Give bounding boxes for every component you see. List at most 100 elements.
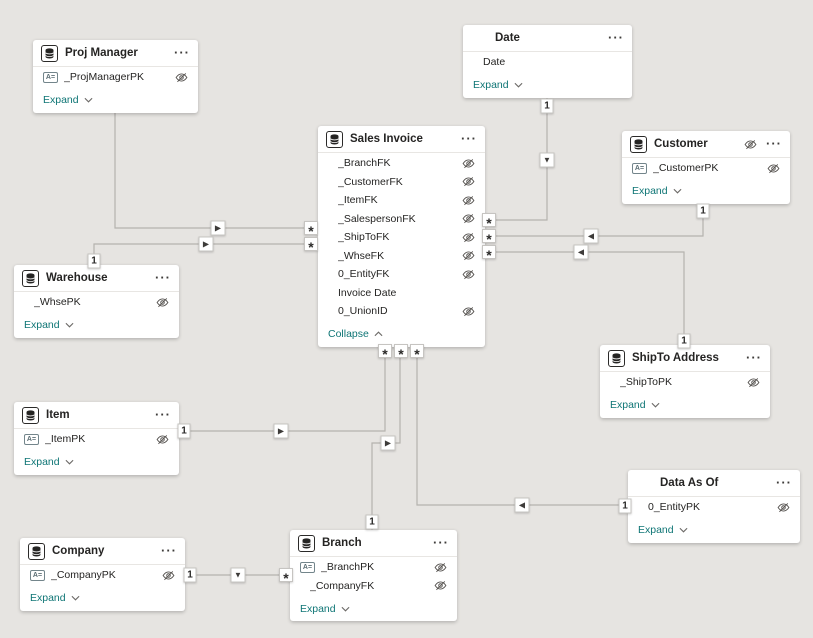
field-row[interactable]: Invoice Date	[318, 284, 485, 303]
expand-toggle[interactable]: Expand	[14, 313, 179, 338]
field-row[interactable]: A=_CompanyPK	[20, 566, 185, 585]
cardinality-badge[interactable]: *	[279, 568, 293, 586]
collapse-toggle[interactable]: Collapse	[318, 322, 485, 347]
hidden-eye-icon[interactable]	[434, 579, 447, 592]
field-row[interactable]: A=_ItemPK	[14, 430, 179, 449]
cardinality-badge[interactable]: *	[410, 344, 424, 362]
filter-direction-left-arrow-icon[interactable]: ◀	[573, 244, 589, 260]
filter-direction-right-arrow-icon[interactable]: ▶	[273, 423, 289, 439]
hidden-eye-icon[interactable]	[744, 138, 757, 151]
field-row[interactable]: _ItemFK	[318, 191, 485, 210]
hidden-eye-icon[interactable]	[462, 194, 475, 207]
relationship-line[interactable]	[182, 348, 386, 432]
field-row[interactable]: _WhsePK	[14, 293, 179, 312]
filter-direction-right-arrow-icon[interactable]: ▶	[198, 236, 214, 252]
cardinality-badge[interactable]: *	[482, 229, 496, 247]
hidden-eye-icon[interactable]	[462, 268, 475, 281]
relationship-line[interactable]	[487, 251, 685, 345]
relationship-line[interactable]	[487, 98, 548, 221]
expand-toggle[interactable]: Expand	[628, 518, 800, 543]
hidden-eye-icon[interactable]	[767, 162, 780, 175]
hidden-eye-icon[interactable]	[462, 157, 475, 170]
filter-direction-right-arrow-icon[interactable]: ▶	[380, 435, 396, 451]
cardinality-badge[interactable]: 1	[618, 498, 632, 514]
field-row[interactable]: A=_CustomerPK	[622, 159, 790, 178]
cardinality-badge[interactable]: *	[394, 344, 408, 362]
cardinality-badge[interactable]: *	[378, 344, 392, 362]
hidden-eye-icon[interactable]	[747, 376, 760, 389]
hidden-eye-icon[interactable]	[462, 175, 475, 188]
hidden-eye-icon[interactable]	[434, 561, 447, 574]
table-menu-button[interactable]: ···	[161, 543, 177, 558]
field-row[interactable]: 0_EntityPK	[628, 498, 800, 517]
hidden-eye-icon[interactable]	[462, 249, 475, 262]
filter-direction-left-arrow-icon[interactable]: ◀	[583, 228, 599, 244]
hidden-eye-icon[interactable]	[162, 569, 175, 582]
field-row[interactable]: _ShipToPK	[600, 373, 770, 392]
hidden-eye-icon[interactable]	[156, 296, 169, 309]
cardinality-badge[interactable]: 1	[177, 423, 191, 439]
cardinality-badge[interactable]: *	[304, 237, 318, 255]
hidden-eye-icon[interactable]	[462, 305, 475, 318]
table-menu-button[interactable]: ···	[608, 30, 624, 45]
field-row[interactable]: _SalespersonFK	[318, 210, 485, 229]
filter-direction-left-arrow-icon[interactable]: ◀	[514, 497, 530, 513]
cardinality-badge[interactable]: *	[482, 245, 496, 263]
hidden-eye-icon[interactable]	[777, 501, 790, 514]
expand-toggle[interactable]: Expand	[33, 88, 198, 113]
field-row[interactable]: _BranchFK	[318, 154, 485, 173]
expand-toggle[interactable]: Expand	[14, 450, 179, 475]
field-row[interactable]: A=_ProjManagerPK	[33, 68, 198, 87]
field-row[interactable]: _ShipToFK	[318, 228, 485, 247]
field-row[interactable]: _WhseFK	[318, 247, 485, 266]
table-card-sales-invoice[interactable]: Sales Invoice···_BranchFK_CustomerFK_Ite…	[318, 126, 485, 347]
table-menu-button[interactable]: ···	[776, 475, 792, 490]
hidden-eye-icon[interactable]	[156, 433, 169, 446]
filter-direction-down-arrow-icon[interactable]: ▼	[230, 567, 246, 583]
filter-direction-right-arrow-icon[interactable]: ▶	[210, 220, 226, 236]
field-row[interactable]: A=_BranchPK	[290, 558, 457, 577]
expand-toggle[interactable]: Expand	[20, 586, 185, 611]
table-menu-button[interactable]: ···	[155, 270, 171, 285]
table-menu-button[interactable]: ···	[766, 136, 782, 151]
cardinality-badge[interactable]: 1	[540, 98, 554, 114]
expand-toggle[interactable]: Expand	[600, 393, 770, 418]
expand-toggle[interactable]: Expand	[463, 73, 632, 98]
cardinality-badge[interactable]: 1	[677, 333, 691, 349]
cardinality-badge[interactable]: 1	[365, 514, 379, 530]
relationship-line[interactable]	[416, 348, 626, 506]
field-row[interactable]: 0_EntityFK	[318, 265, 485, 284]
table-menu-button[interactable]: ···	[155, 407, 171, 422]
expand-toggle[interactable]: Expand	[290, 596, 457, 621]
field-row[interactable]: _CompanyFK	[290, 577, 457, 596]
hidden-eye-icon[interactable]	[462, 231, 475, 244]
expand-toggle[interactable]: Expand	[622, 179, 790, 204]
table-menu-button[interactable]: ···	[746, 350, 762, 365]
cardinality-badge[interactable]: *	[304, 221, 318, 239]
field-row[interactable]: _CustomerFK	[318, 173, 485, 192]
filter-direction-down-arrow-icon[interactable]: ▼	[539, 152, 555, 168]
table-title: Date	[495, 32, 520, 44]
cardinality-badge[interactable]: 1	[87, 253, 101, 269]
table-menu-button[interactable]: ···	[461, 131, 477, 146]
table-menu-button[interactable]: ···	[433, 535, 449, 550]
relationship-line[interactable]	[114, 111, 314, 229]
cardinality-badge[interactable]: 1	[183, 567, 197, 583]
field-row[interactable]: 0_UnionID	[318, 302, 485, 321]
hidden-eye-icon[interactable]	[462, 212, 475, 225]
cardinality-badge[interactable]: *	[482, 213, 496, 231]
cardinality-badge[interactable]: 1	[696, 203, 710, 219]
field-row[interactable]: Date	[463, 53, 632, 72]
hidden-eye-icon[interactable]	[175, 71, 188, 84]
table-menu-button[interactable]: ···	[174, 45, 190, 60]
